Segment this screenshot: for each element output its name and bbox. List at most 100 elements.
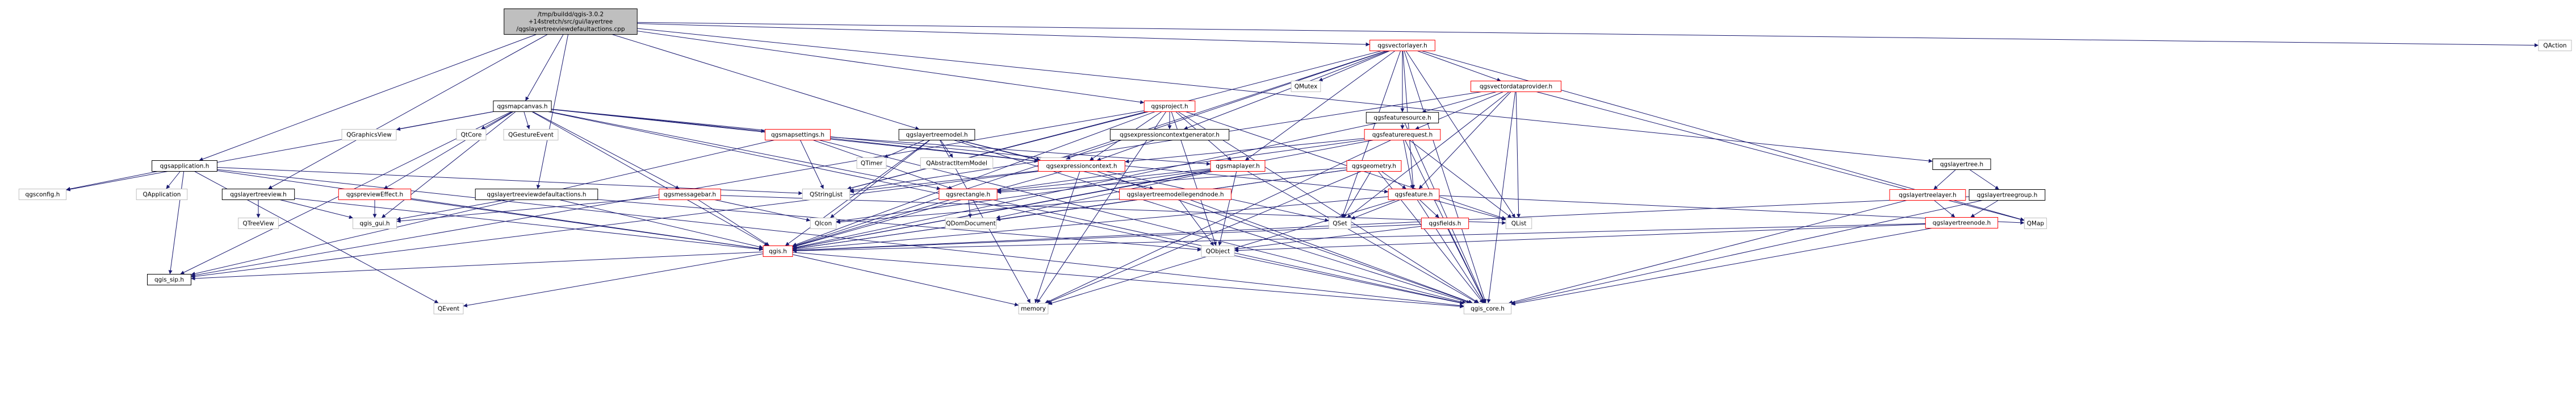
edge-qgis-to-qgis_core (792, 252, 1464, 309)
node-qgslayertreenode[interactable]: qgslayertreenode.h (1925, 217, 1999, 228)
node-qgis[interactable]: qgis.h (763, 246, 793, 257)
node-qgsfeature[interactable]: qgsfeature.h (1388, 189, 1440, 200)
node-label: qgsrectangle.h (946, 192, 990, 198)
node-qgslayertreelayer[interactable]: qgslayertreelayer.h (1889, 189, 1966, 201)
node-qstringlist[interactable]: QStringList (802, 189, 851, 200)
edge-qgslayertreeviewdefaultactions-to-qgs_gui (396, 199, 506, 221)
edge-qgsgeometry-to-qgsrectangle (997, 167, 1347, 194)
node-label: memory (1021, 306, 1046, 313)
node-box (659, 189, 721, 200)
node-label: qgslayertreelayer.h (1899, 192, 1957, 199)
node-qgsapplication[interactable]: qgsapplication.h (152, 160, 217, 172)
node-label: qgsmapcanvas.h (497, 103, 547, 110)
node-qgraphicsview[interactable]: QGraphicsView (341, 129, 397, 140)
node-qgslayertreemodel[interactable]: qgslayertreemodel.h (898, 129, 975, 140)
edge-qgsapplication-to-qgsconfig (66, 171, 158, 191)
node-qgslayertreemodellegendnode[interactable]: qgslayertreemodellegendnode.h (1119, 189, 1232, 200)
edge-qgsmapcanvas-to-qgsmessagebar (532, 111, 680, 189)
edge-qgsmapcanvas-to-qgis_core (548, 111, 1464, 305)
edge-qgsvectordataprovider-to-qlist (1515, 92, 1521, 218)
node-qmap[interactable]: QMap (2024, 218, 2047, 229)
node-qgslayertreeviewdefaultactions[interactable]: qgslayertreeviewdefaultactions.h (475, 189, 598, 200)
node-qgestureevent[interactable]: QGestureEvent (503, 129, 559, 140)
node-box (898, 129, 975, 140)
node-qgsvectorlayer[interactable]: qgsvectorlayer.h (1369, 40, 1435, 51)
edge-qgsapplication-to-qgis_core (217, 169, 1464, 308)
edge-qgsfeaturerequest-to-memory (1044, 140, 1392, 303)
edge-qgslayertreemodel-to-qtimer (883, 140, 925, 158)
edge-qgsfeature-to-qset (1351, 199, 1400, 220)
edge-qgis-to-qevent (463, 253, 764, 307)
edge-qgsmessagebar-to-qicon (714, 199, 811, 222)
node-qabstractitemmodel[interactable]: QAbstractItemModel (920, 157, 994, 169)
node-label: QTimer (861, 160, 883, 167)
edge-root-to-qgsapplication (199, 34, 537, 161)
node-box (1471, 81, 1561, 92)
node-label: qgis_sip.h (154, 277, 184, 284)
node-qgsmapcanvas[interactable]: qgsmapcanvas.h (493, 101, 552, 112)
node-qgs_gui[interactable]: qgis_gui.h (353, 218, 397, 229)
edge-qgsfeature-to-qlist (1433, 199, 1506, 221)
node-box (1328, 218, 1352, 229)
node-qobject[interactable]: QObject (1201, 246, 1235, 257)
node-label: qgis_core.h (1471, 306, 1505, 313)
node-label: QAction (2543, 43, 2566, 49)
node-qgsfields[interactable]: qgsfields.h (1421, 218, 1469, 229)
node-qmutex[interactable]: QMutex (1291, 81, 1321, 92)
node-qlist[interactable]: QList (1505, 218, 1532, 229)
node-box (1505, 218, 1532, 229)
node-label: QMutex (1295, 84, 1318, 90)
node-qgslayertree[interactable]: qgslayertree.h (1932, 159, 1991, 170)
node-box (856, 157, 887, 169)
node-qgis_core[interactable]: qgis_core.h (1463, 303, 1512, 314)
node-qgsfeaturerequest[interactable]: qgsfeaturerequest.h (1364, 129, 1441, 140)
node-qapplication[interactable]: QApplication (136, 189, 188, 200)
edge-qgsproject-to-qgis_core (1178, 111, 1480, 303)
node-qgsproject[interactable]: qgsproject.h (1144, 101, 1196, 112)
node-box (503, 129, 559, 140)
node-qgsexpressioncontext[interactable]: qgsexpressioncontext.h (1038, 160, 1125, 172)
node-qgsmaplayer[interactable]: qgsmaplayer.h (1210, 160, 1266, 172)
node-qaction[interactable]: QAction (2538, 40, 2572, 51)
node-label: qgsgeometry.h (1352, 163, 1396, 170)
node-qdomdocument[interactable]: QDomDocument (945, 218, 997, 229)
node-qgsrectangle[interactable]: qgsrectangle.h (939, 189, 998, 200)
node-layer: /tmp/buildd/qgis-3.0.2+14stretch/src/gui… (18, 9, 2572, 314)
node-label: qgsvectorlayer.h (1377, 43, 1427, 49)
node-qgslayertreegroup[interactable]: qgslayertreegroup.h (1968, 189, 2046, 201)
node-qgsvectordataprovider[interactable]: qgsvectordataprovider.h (1471, 81, 1561, 92)
edge-qgsexpressioncontext-to-memory (1034, 171, 1080, 303)
node-box (1119, 189, 1232, 200)
node-qgsgeometry[interactable]: qgsgeometry.h (1346, 160, 1402, 172)
node-qset[interactable]: QSet (1328, 218, 1352, 229)
node-qgsmapsettings[interactable]: qgsmapsettings.h (765, 129, 831, 140)
node-qgsmessagebar[interactable]: qgsmessagebar.h (659, 189, 721, 200)
edge-qgsmaplayer-to-qgis (792, 171, 1211, 250)
node-qgspreviewEffect[interactable]: qgspreviewEffect.h (338, 189, 412, 200)
node-box (1018, 303, 1049, 314)
edge-qgsvectorlayer-to-qgsvectordataprovider (1417, 51, 1501, 82)
node-box (1366, 112, 1439, 123)
edge-qgslayertreenode-to-qgis_core (1511, 228, 1932, 306)
edge-qgsmaplayer-to-qdomdocument (996, 171, 1213, 219)
edge-qgsvectorlayer-to-qgis_core (1404, 51, 1487, 303)
node-qgslayertreeview[interactable]: qgslayertreeview.h (221, 189, 295, 200)
node-label: QGestureEvent (508, 132, 554, 139)
edge-qgsproject-to-qlist (1186, 111, 1506, 220)
edge-qgsgeometry-to-memory (1046, 171, 1362, 304)
node-qicon[interactable]: QIcon (810, 218, 837, 229)
edge-qgslayertreeviewdefaultactions-to-qgis (559, 199, 764, 249)
node-label: QGraphicsView (346, 132, 392, 139)
node-memory[interactable]: memory (1018, 303, 1049, 314)
node-qgis_sip[interactable]: qgis_sip.h (147, 274, 191, 285)
edge-qgsgeometry-to-qgsfeature (1381, 171, 1406, 189)
node-qevent[interactable]: QEvent (433, 303, 464, 314)
node-label: QAbstractItemModel (926, 160, 987, 167)
node-qgsfeaturesource[interactable]: qgsfeaturesource.h (1366, 112, 1439, 123)
node-qtreeview[interactable]: QTreeView (238, 218, 279, 229)
node-qgsexpressioncontextgenerator[interactable]: qgsexpressioncontextgenerator.h (1109, 129, 1230, 140)
node-qtimer[interactable]: QTimer (856, 157, 887, 169)
node-qtcore[interactable]: QtCore (456, 129, 487, 140)
node-qgsconfig[interactable]: qgsconfig.h (18, 189, 67, 200)
node-root[interactable]: /tmp/buildd/qgis-3.0.2+14stretch/src/gui… (504, 9, 638, 35)
